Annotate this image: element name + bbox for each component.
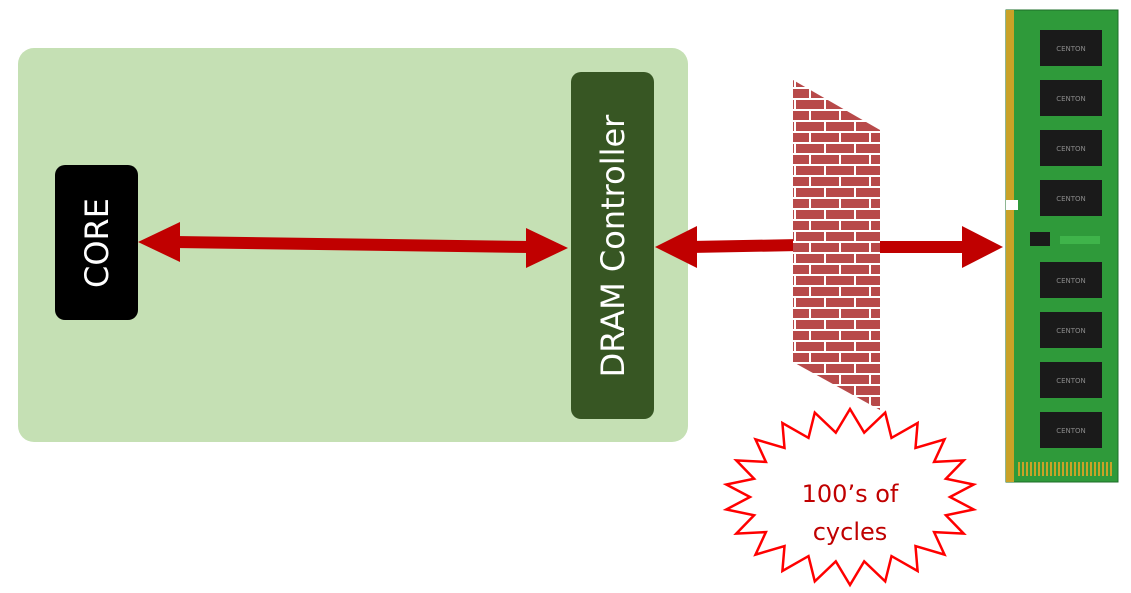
ram-contact bbox=[1094, 462, 1096, 476]
ram-right-arrow bbox=[875, 226, 1003, 268]
ram-contact bbox=[1050, 462, 1052, 476]
controller-left-arrow bbox=[655, 226, 801, 268]
dram-chip-brand: CENTON bbox=[1056, 377, 1086, 385]
ram-contact bbox=[1022, 462, 1024, 476]
ram-contact bbox=[1034, 462, 1036, 476]
brick-wall-icon bbox=[793, 80, 880, 410]
starburst-icon bbox=[722, 406, 978, 588]
core-controller-arrow bbox=[138, 222, 568, 268]
dram-chip bbox=[1040, 130, 1102, 166]
latency-label: 100’s of cycles bbox=[780, 475, 920, 551]
ram-contact bbox=[1098, 462, 1100, 476]
dram-chip bbox=[1040, 262, 1102, 298]
ram-contact bbox=[1086, 462, 1088, 476]
ram-contact bbox=[1054, 462, 1056, 476]
ram-module-icon: CENTON CENTON CENTON CENTON CENTON CENTON CENT… bbox=[1005, 9, 1119, 483]
ram-contact bbox=[1066, 462, 1068, 476]
dram-chip bbox=[1040, 412, 1102, 448]
ram-contact bbox=[1102, 462, 1104, 476]
ram-contact bbox=[1078, 462, 1080, 476]
ram-contact bbox=[1046, 462, 1048, 476]
dram-chip-brand: CENTON bbox=[1056, 327, 1086, 335]
core-block: CORE bbox=[55, 165, 138, 320]
dram-chip-brand: CENTON bbox=[1056, 195, 1086, 203]
dram-chip bbox=[1040, 30, 1102, 66]
latency-line-2: cycles bbox=[812, 518, 888, 546]
dram-chip bbox=[1040, 80, 1102, 116]
ram-contact bbox=[1082, 462, 1084, 476]
ram-contact bbox=[1058, 462, 1060, 476]
ram-contact bbox=[1074, 462, 1076, 476]
dram-controller-block: DRAM Controller bbox=[571, 72, 654, 419]
ram-contact bbox=[1026, 462, 1028, 476]
ram-contact bbox=[1062, 462, 1064, 476]
dram-chip bbox=[1040, 362, 1102, 398]
dram-chip-brand: CENTON bbox=[1056, 427, 1086, 435]
ram-contact bbox=[1090, 462, 1092, 476]
dram-chip-brand: CENTON bbox=[1056, 45, 1086, 53]
ram-contact bbox=[1110, 462, 1112, 476]
dram-chip-brand: CENTON bbox=[1056, 145, 1086, 153]
ram-contact bbox=[1106, 462, 1108, 476]
dram-chip-brand: CENTON bbox=[1056, 277, 1086, 285]
dram-chip-brand: CENTON bbox=[1056, 95, 1086, 103]
dram-chip bbox=[1040, 312, 1102, 348]
ram-contact bbox=[1070, 462, 1072, 476]
ram-contact bbox=[1042, 462, 1044, 476]
dram-chip bbox=[1040, 180, 1102, 216]
latency-line-1: 100’s of bbox=[801, 480, 899, 508]
ram-contact bbox=[1018, 462, 1020, 476]
ram-contact bbox=[1030, 462, 1032, 476]
ram-contact bbox=[1038, 462, 1040, 476]
